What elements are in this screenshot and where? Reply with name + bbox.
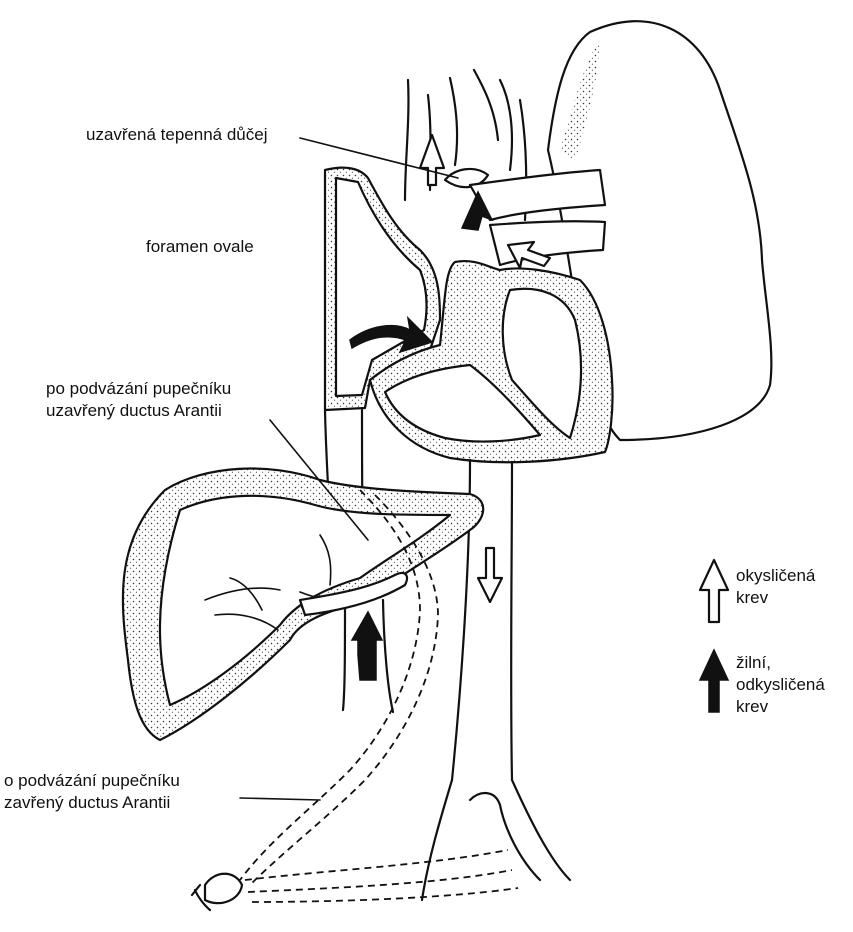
flow-arrow-black-ivc (352, 612, 382, 680)
legend-oxygenated-line1: okysličená (736, 565, 815, 586)
legend-venous-line2: odkysličená (736, 674, 825, 695)
label-ductus-arantii-2-line2: zavřený ductus Arantii (4, 792, 170, 813)
umbilical-arteries-dashed (245, 850, 518, 902)
legend-venous-line3: krev (736, 696, 768, 717)
label-ductus-arteriosus: uzavřená tepenná důčej (86, 124, 267, 145)
legend-oxygenated-line2: krev (736, 587, 768, 608)
legend-venous-arrow-icon (700, 650, 728, 712)
legend-venous-line1: žilní, (736, 652, 771, 673)
leader-line-ductus-arantii-2 (240, 798, 320, 800)
aorta-bifurcation (422, 780, 570, 900)
umbilical-stump (205, 874, 242, 903)
label-foramen-ovale: foramen ovale (146, 236, 254, 257)
label-ductus-arantii-2-line1: o podvázání pupečníku (4, 770, 180, 791)
flow-arrow-white-top (420, 135, 444, 185)
flow-arrow-white-aorta (478, 548, 502, 602)
legend-oxygenated-arrow-icon (700, 560, 728, 622)
label-ductus-arantii-1-line2: uzavřený ductus Arantii (46, 400, 222, 421)
label-ductus-arantii-1-line1: po podvázání pupečníku (46, 378, 231, 399)
